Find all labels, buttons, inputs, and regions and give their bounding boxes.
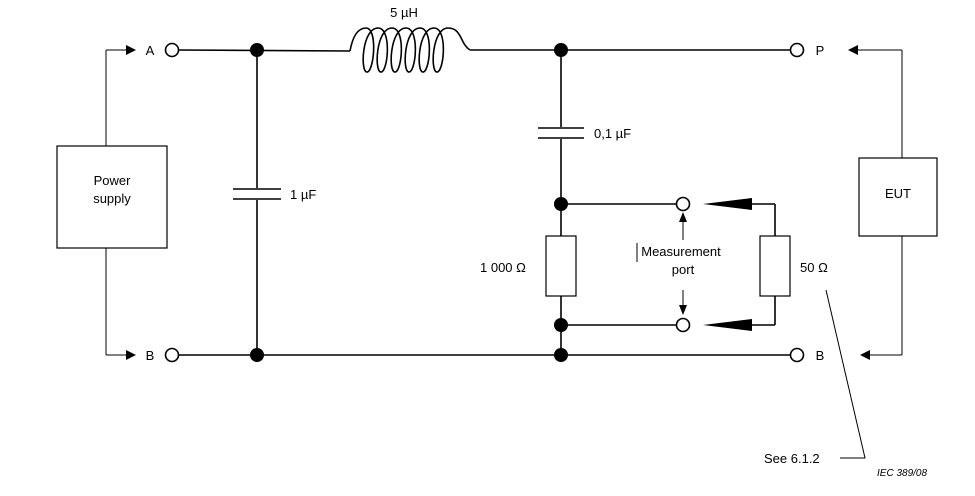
inductor-5uh <box>349 27 471 73</box>
resistor-1000-label: 1 000 Ω <box>480 260 526 275</box>
terminal-b-left <box>164 347 180 363</box>
resistor-50-ohm <box>759 235 791 297</box>
resistor-50-label: 50 Ω <box>800 260 828 275</box>
eut-label: EUT <box>885 186 911 201</box>
eut-box <box>858 157 938 237</box>
plug-arrow-icon <box>703 198 752 210</box>
capacitor-1uf-label: 1 µF <box>290 187 316 202</box>
power-supply-label-line2: supply <box>93 191 131 206</box>
junction-dot <box>250 43 264 57</box>
terminal-label-b-right: B <box>816 348 825 363</box>
terminal-label-p: P <box>816 43 825 58</box>
power-supply-label-line1: Power <box>94 173 132 188</box>
power-supply-box <box>56 145 168 249</box>
power-supply-block: Power supply <box>56 45 168 360</box>
figure-code: IEC 389/08 <box>877 468 927 479</box>
arrow-right-icon <box>126 350 136 360</box>
arrow-left-icon <box>848 45 858 55</box>
arrow-down-icon <box>679 305 687 315</box>
measurement-terminal-top <box>675 196 691 212</box>
terminal-b-right <box>789 347 805 363</box>
top-wire <box>178 49 790 52</box>
capacitor-0-1uf-label: 0,1 µF <box>594 126 631 141</box>
terminal-label-a: A <box>146 43 155 58</box>
load-50-ohm <box>703 198 791 331</box>
terminal-label-b-left: B <box>146 348 155 363</box>
resistor-1000-ohm <box>545 235 577 297</box>
measurement-port-label-line2: port <box>672 262 695 277</box>
see-ref-leader <box>825 289 866 459</box>
junction-dot <box>554 348 568 362</box>
eut-block: EUT <box>848 45 938 360</box>
terminal-p <box>789 42 805 58</box>
capacitor-1uf <box>233 50 281 355</box>
junction-dot <box>250 348 264 362</box>
capacitor-0-1uf <box>538 50 584 236</box>
see-ref-label: See 6.1.2 <box>764 451 820 466</box>
measurement-port-label-line1: Measurement <box>641 244 721 259</box>
arrow-right-icon <box>126 45 136 55</box>
measurement-terminal-bottom <box>675 317 691 333</box>
plug-arrow-icon <box>703 319 752 331</box>
inductor-label: 5 µH <box>390 5 418 20</box>
junction-dot <box>554 43 568 57</box>
terminal-a <box>164 42 180 58</box>
arrow-up-icon <box>679 212 687 222</box>
arrow-left-icon <box>860 350 870 360</box>
